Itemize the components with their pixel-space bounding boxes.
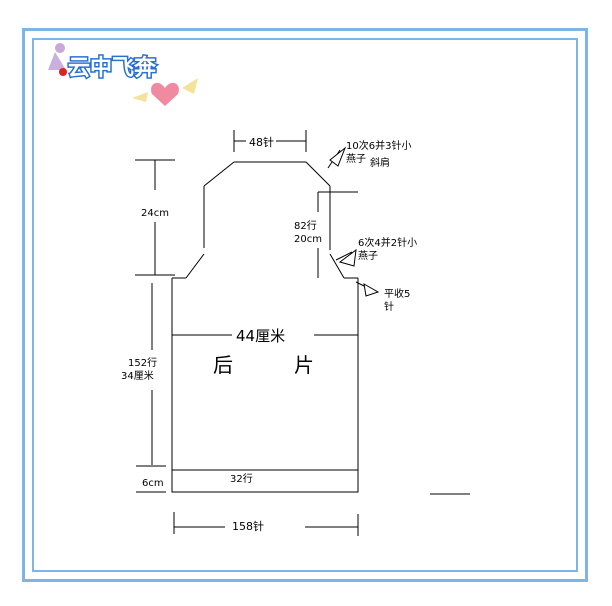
armhole-dec-2: 燕子	[358, 250, 378, 262]
logo-text: 云中飞奔	[68, 55, 157, 81]
logo: 云中飞奔	[48, 43, 198, 106]
cast-on-label: 158针	[232, 519, 264, 533]
body-outline	[171, 278, 359, 493]
bind-off-2: 针	[384, 300, 394, 313]
armhole-dec-1: 6次4并2针小	[358, 236, 417, 249]
body-rows-label: 152行	[128, 356, 157, 369]
heart-wings-icon	[132, 78, 198, 106]
body-cm-label: 34厘米	[121, 369, 154, 382]
chest-width-label: 44厘米	[236, 327, 285, 345]
ribbing-rows-label: 32行	[230, 472, 253, 485]
garment-outline	[171, 161, 359, 493]
outer-frame	[22, 28, 588, 582]
bind-off-1: 平收5	[384, 287, 410, 300]
armhole-cm-label: 20cm	[294, 234, 322, 245]
shoulder-note-3: 斜肩	[370, 156, 390, 169]
neck-width-label: 48针	[249, 135, 274, 149]
inner-frame	[32, 38, 578, 572]
shoulder-note-1: 10次6并3针小	[346, 139, 411, 152]
dimension-lines	[135, 130, 470, 536]
angel-icon	[48, 43, 67, 76]
armhole-height-label: 24cm	[141, 208, 169, 219]
piece-name-2: 片	[294, 353, 314, 377]
piece-name-1: 后	[213, 353, 233, 377]
shoulder-note-2: 燕子	[346, 153, 366, 165]
armhole-rows-label: 82行	[294, 219, 317, 232]
labels: 48针 10次6并3针小 燕子 斜肩 24cm 82行 20cm 6次4并2针小…	[121, 135, 417, 533]
ribbing-cm-label: 6cm	[142, 478, 164, 489]
